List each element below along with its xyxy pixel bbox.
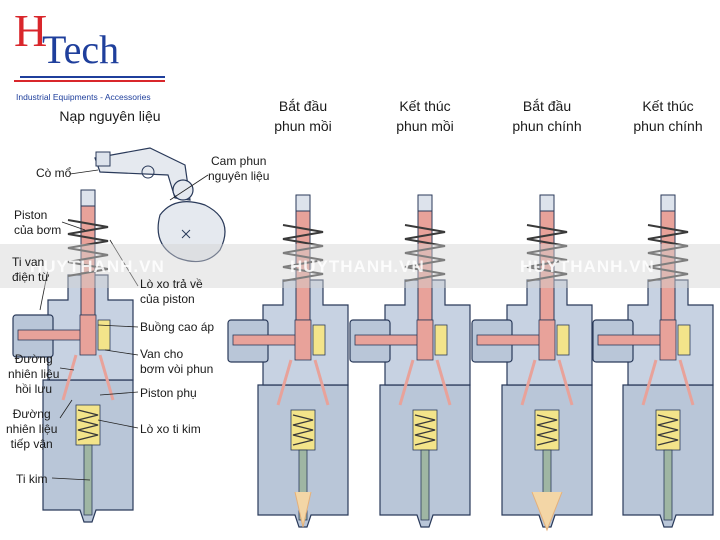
label-aux-piston: Piston phụ <box>140 386 197 400</box>
logo-underline-red <box>14 80 165 82</box>
label-supply-line: Đường nhiên liệu tiếp vận <box>6 407 58 451</box>
title-pilot-end: Kết thúc phun mồi <box>396 98 454 134</box>
title-main-start: Bắt đầu phun chính <box>512 98 582 134</box>
title-main-end: Kết thúc phun chính <box>633 98 703 134</box>
spray-marks <box>294 491 563 532</box>
label-chamber: Buồng cao áp <box>140 320 215 334</box>
label-cam: Cam phun nguyên liệu <box>208 154 270 183</box>
label-piston: Piston của bơm <box>14 208 62 237</box>
logo-subtitle: Industrial Equipments - Accessories <box>16 92 151 102</box>
label-solenoid: Ti van điện từ <box>12 255 50 284</box>
label-nozzle-valve: Van cho bơm vòi phun <box>140 347 214 376</box>
watermark-band <box>0 244 720 288</box>
label-return-line: Đường nhiên liệu hồi lưu <box>8 352 60 396</box>
title-intake: Nạp nguyên liệu <box>59 108 161 124</box>
title-pilot-start: Bắt đầu phun mồi <box>274 98 332 134</box>
logo-underline-blue <box>20 76 165 78</box>
label-needle-spring: Lò xo ti kim <box>140 422 201 436</box>
watermark-text: HUYTHANH.VN <box>520 257 655 276</box>
label-needle: Ti kim <box>16 472 48 486</box>
htech-logo: H Tech Industrial Equipments - Accessori… <box>12 8 172 108</box>
watermark-text: HUYTHANH.VN <box>290 257 425 276</box>
logo-h: H <box>14 5 48 56</box>
logo-tech: Tech <box>42 27 120 72</box>
watermark-text: HUYTHANH.VN <box>30 257 165 276</box>
leader-lines <box>39 169 209 481</box>
label-rocker: Cò mổ <box>36 166 72 180</box>
label-return-spring: Lò xo trả về của piston <box>140 277 203 306</box>
